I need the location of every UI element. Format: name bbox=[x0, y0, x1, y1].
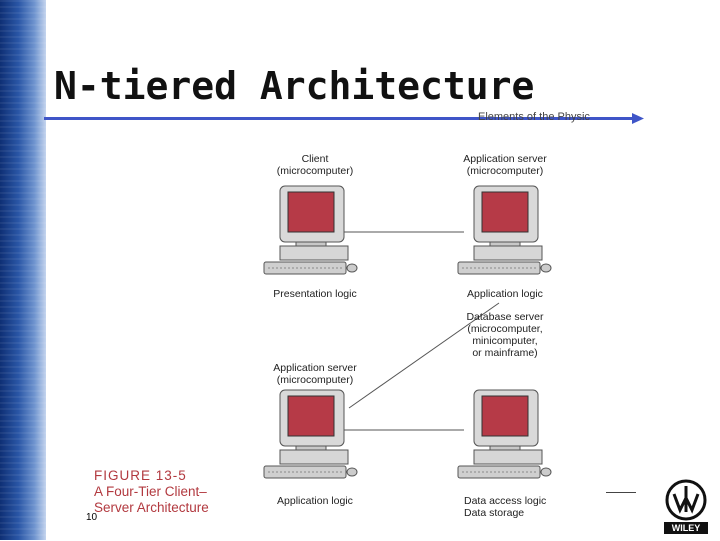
page-number: 10 bbox=[86, 512, 97, 523]
app-server-1-title: Application server (microcomputer) bbox=[450, 153, 560, 177]
figure-caption-line-2: Server Architecture bbox=[94, 500, 209, 516]
figure-caption: FIGURE 13-5 A Four-Tier Client– Server A… bbox=[94, 468, 209, 516]
client-logic-label: Presentation logic bbox=[260, 288, 370, 300]
figure-number: FIGURE 13-5 bbox=[94, 468, 209, 484]
db-server-computer-icon bbox=[454, 386, 554, 496]
figure-header-caption: Elements of the Physic bbox=[478, 112, 628, 124]
app-server-1-logic-label: Application logic bbox=[450, 288, 560, 300]
db-server-title: Database server (microcomputer, minicomp… bbox=[450, 311, 560, 359]
wiley-logo: WILEY bbox=[660, 478, 712, 536]
app-server-1-computer-icon bbox=[454, 182, 554, 292]
client-computer-icon bbox=[260, 182, 360, 292]
architecture-diagram: Client (microcomputer) Presentation logi… bbox=[54, 128, 644, 526]
figure-caption-line-1: A Four-Tier Client– bbox=[94, 484, 209, 500]
app-server-2-title: Application server (microcomputer) bbox=[260, 362, 370, 386]
client-title: Client (microcomputer) bbox=[260, 153, 370, 177]
app-server-2-computer-icon bbox=[260, 386, 360, 496]
footer-divider bbox=[606, 492, 636, 493]
wiley-wordmark: WILEY bbox=[664, 522, 708, 534]
db-server-logic-label: Data access logic Data storage bbox=[450, 495, 560, 519]
page-title: N-tiered Architecture bbox=[54, 64, 534, 108]
sidebar-decoration bbox=[0, 0, 46, 540]
app-server-2-logic-label: Application logic bbox=[260, 495, 370, 507]
